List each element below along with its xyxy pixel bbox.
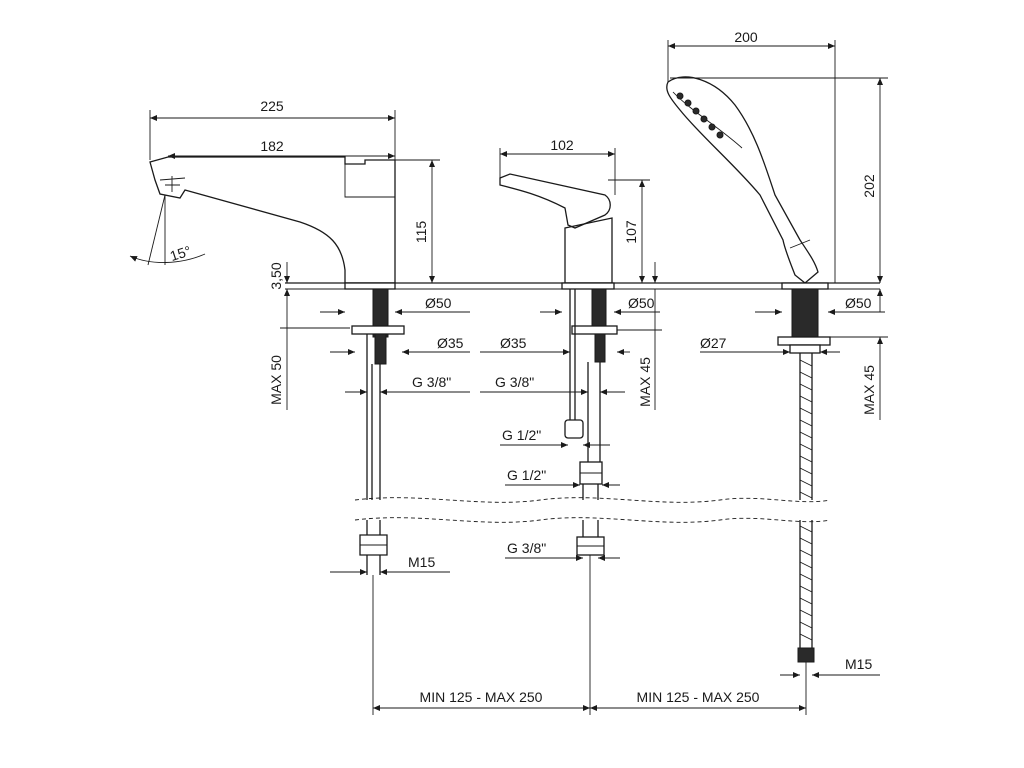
- break-lines: [354, 497, 831, 523]
- faucet-drawing: [149, 156, 405, 575]
- valve-dimensions: 102 107 Ø50 Ø35 G 3/8" MAX 45 G 1/2" G 1…: [480, 137, 662, 561]
- faucet-base: [344, 282, 396, 290]
- faucet-spout: [149, 156, 396, 284]
- dim-faucet-max-deck: MAX 50: [268, 355, 284, 405]
- dim-faucet-hole-dia: Ø35: [437, 335, 464, 351]
- shower-hose-end: [797, 647, 815, 663]
- faucet-washer: [351, 325, 405, 335]
- dim-shower-width: 200: [734, 29, 758, 45]
- dim-valve-width: 102: [550, 137, 574, 153]
- valve-base: [561, 282, 615, 290]
- dim-valve-height: 107: [623, 220, 639, 244]
- valve-drawing: [499, 173, 618, 556]
- dim-faucet-angle: 15°: [168, 242, 193, 264]
- shower-stud: [791, 288, 819, 338]
- shower-dimensions: 200 202 Ø50 Ø27 MAX 45 M15: [667, 29, 888, 678]
- faucet-dimensions: 225 182 115 15° 3,50 MAX 50 Ø50 Ø35 G 3/…: [129, 98, 470, 575]
- dim-spacing-right: MIN 125 - MAX 250: [637, 689, 760, 705]
- shower-head: [666, 76, 819, 284]
- valve-washer: [571, 325, 618, 335]
- dim-valve-conn-1: G 1/2": [502, 427, 541, 443]
- dim-faucet-width: 225: [260, 98, 284, 114]
- shower-nozzles: [676, 92, 724, 139]
- dim-shower-base-dia: Ø50: [845, 295, 872, 311]
- shower-drawing: [666, 76, 831, 663]
- dim-valve-base-dia: Ø50: [628, 295, 655, 311]
- dim-shower-hose-end: M15: [845, 656, 872, 672]
- dim-valve-thread: G 3/8": [495, 374, 534, 390]
- dim-shower-max-deck: MAX 45: [861, 365, 877, 415]
- dim-faucet-reach: 182: [260, 138, 284, 154]
- dim-faucet-base-dia: Ø50: [425, 295, 452, 311]
- dim-valve-conn-3: G 3/8": [507, 540, 546, 556]
- spacing-dimensions: MIN 125 - MAX 250 MIN 125 - MAX 250: [372, 555, 807, 715]
- shower-washer: [777, 336, 831, 346]
- valve-body: [564, 217, 613, 284]
- valve-lever: [499, 173, 611, 229]
- dim-spacing-left: MIN 125 - MAX 250: [420, 689, 543, 705]
- dim-faucet-deck: 3,50: [268, 262, 284, 289]
- valve-connector-1: [564, 419, 584, 439]
- dim-valve-max-deck: MAX 45: [637, 357, 653, 407]
- dim-faucet-hose-end: M15: [408, 554, 435, 570]
- dim-shower-hole-dia: Ø27: [700, 335, 727, 351]
- dim-shower-height: 202: [861, 174, 877, 198]
- dim-faucet-thread: G 3/8": [412, 374, 451, 390]
- dim-valve-conn-2: G 1/2": [507, 467, 546, 483]
- dim-valve-hole-dia: Ø35: [500, 335, 527, 351]
- dim-faucet-height: 115: [413, 221, 429, 244]
- shower-base: [781, 282, 829, 290]
